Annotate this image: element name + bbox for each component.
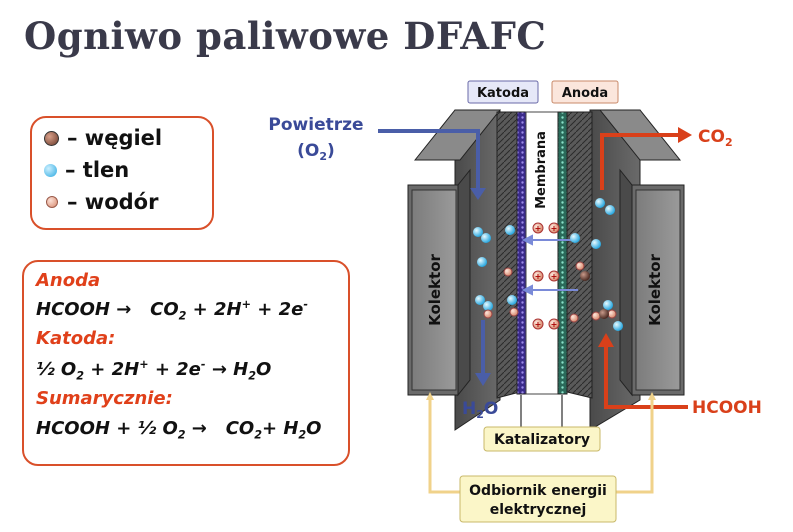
anode-electrode bbox=[566, 111, 593, 399]
powietrze-label: Powietrze bbox=[268, 115, 363, 135]
protons: + + + + + + bbox=[532, 222, 560, 330]
kolektor-right-label: Kolektor bbox=[646, 253, 664, 325]
anoda-label-box bbox=[551, 80, 619, 104]
air-inlet-arrow bbox=[378, 129, 480, 190]
hcooh-inlet-arrow bbox=[604, 345, 688, 409]
odbiornik-box bbox=[459, 475, 617, 523]
co2-outlet-arrow bbox=[600, 133, 680, 190]
odbiornik-line2: elektrycznej bbox=[490, 502, 587, 518]
page-title: Ogniwo paliwowe DFAFC bbox=[24, 14, 547, 58]
sum-equation: HCOOH + ½ O2 → CO2+ H2O bbox=[36, 418, 322, 442]
anoda-label: Anoda bbox=[562, 86, 608, 101]
oxygen-dot-icon bbox=[44, 163, 57, 177]
katoda-label: Katoda bbox=[477, 86, 529, 101]
svg-text:+: + bbox=[551, 320, 558, 329]
left-collector-front bbox=[411, 189, 457, 391]
reactions-box: Anoda HCOOH → CO2 + 2H+ + 2e- Katoda: ½ … bbox=[22, 260, 350, 466]
carbon-dot-icon bbox=[44, 130, 59, 146]
legend-item-carbon: – węgiel bbox=[44, 126, 162, 150]
carbon-atoms bbox=[580, 271, 609, 319]
legend-label: – węgiel bbox=[67, 126, 163, 150]
sum-header: Sumarycznie: bbox=[36, 388, 173, 409]
anode-catalyst bbox=[557, 111, 568, 395]
hcooh-label: HCOOH bbox=[692, 398, 762, 418]
anode-header: Anoda bbox=[36, 270, 101, 291]
cathode-equation: ½ O2 + 2H+ + 2e- → H2O bbox=[36, 358, 272, 383]
left-collector-cap bbox=[413, 109, 502, 161]
circuit-wire-left bbox=[428, 398, 460, 494]
legend-item-hydrogen: – wodór bbox=[44, 190, 158, 214]
svg-text:+: + bbox=[535, 272, 542, 281]
katalizatory-box bbox=[483, 426, 601, 452]
katalizatory-label: Katalizatory bbox=[494, 432, 590, 448]
anode-equation: HCOOH → CO2 + 2H+ + 2e- bbox=[36, 298, 308, 323]
katoda-label-box bbox=[467, 80, 539, 104]
cathode-header: Katoda: bbox=[36, 328, 116, 349]
co2-label: CO2 bbox=[698, 127, 733, 149]
circuit-wire-right bbox=[616, 398, 654, 494]
svg-text:+: + bbox=[551, 224, 558, 233]
membrana-label: Membrana bbox=[534, 131, 549, 209]
o2-label: (O2) bbox=[297, 141, 335, 163]
odbiornik-line1: Odbiornik energii bbox=[469, 483, 607, 499]
hydrogen-dot-icon bbox=[46, 196, 58, 208]
oxygen-molecules bbox=[473, 198, 623, 331]
h2o-label: H2O bbox=[462, 399, 498, 421]
legend-label: – wodór bbox=[67, 190, 159, 214]
svg-text:+: + bbox=[551, 272, 558, 281]
right-collector-front bbox=[635, 189, 681, 391]
svg-text:+: + bbox=[535, 224, 542, 233]
membrane bbox=[525, 111, 559, 395]
cathode-catalyst bbox=[516, 111, 527, 395]
legend-box: – węgiel – tlen – wodór bbox=[30, 116, 214, 230]
legend-label: – tlen bbox=[65, 158, 130, 182]
legend-item-oxygen: – tlen bbox=[44, 158, 129, 182]
svg-text:+: + bbox=[535, 320, 542, 329]
kolektor-left-label: Kolektor bbox=[426, 253, 444, 325]
